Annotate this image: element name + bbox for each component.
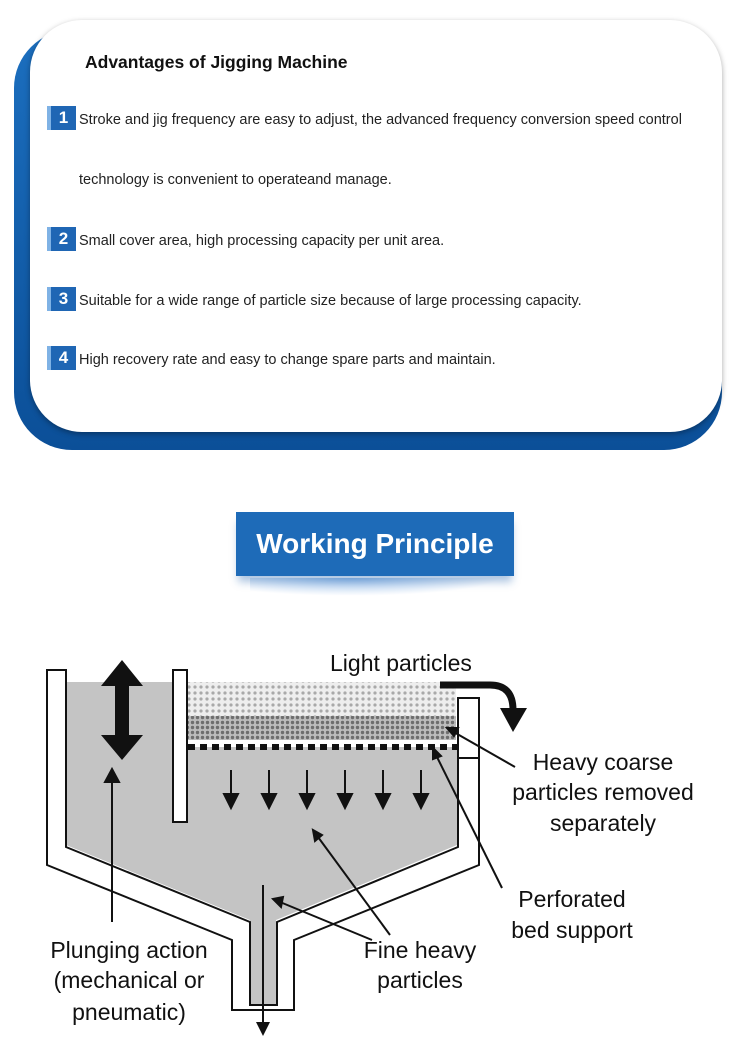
outlet-arrow (256, 885, 270, 1036)
advantage-number: 4 (47, 346, 76, 370)
label-plunging-3: pneumatic) (72, 999, 186, 1025)
jig-liquid (66, 682, 457, 1005)
label-plunging-2: (mechanical or (54, 967, 205, 993)
advantage-text: High recovery rate and easy to change sp… (79, 352, 496, 368)
leader-lines (103, 727, 516, 941)
overflow-weir (457, 697, 480, 759)
advantage-text-line: Stroke and jig frequency are easy to adj… (79, 112, 682, 128)
advantage-number: 3 (47, 287, 76, 311)
light-discharge-arrow (440, 681, 527, 732)
plunger-double-arrow (101, 660, 143, 760)
label-light-particles: Light particles (330, 650, 472, 676)
heavy-particle-bed (188, 716, 456, 740)
label-heavy-coarse-2: particles removed (512, 779, 694, 805)
label-heavy-coarse-1: Heavy coarse (533, 749, 674, 775)
advantage-text: Small cover area, high processing capaci… (79, 233, 445, 249)
label-fine-heavy-2: particles (377, 967, 463, 993)
baffle-wall (172, 669, 188, 823)
working-principle-banner: Working Principle (236, 512, 514, 576)
label-perforated-2: bed support (511, 917, 633, 943)
label-perforated-1: Perforated (518, 886, 625, 912)
flow-arrows (222, 770, 430, 811)
advantage-text: Suitable for a wide range of particle si… (79, 293, 582, 309)
advantages-card: Advantages of Jigging Machine 1 Stroke a… (14, 20, 722, 450)
label-plunging-1: Plunging action (50, 937, 207, 963)
label-fine-heavy-1: Fine heavy (364, 937, 477, 963)
banner-shadow (250, 578, 500, 596)
advantage-number: 2 (47, 227, 76, 251)
light-particle-bed (188, 682, 456, 720)
jig-diagram: Light particles Heavy coarse particles r… (46, 650, 694, 1036)
working-principle-title: Working Principle (256, 528, 494, 559)
card-body: Advantages of Jigging Machine 1 Stroke a… (30, 20, 722, 432)
label-heavy-coarse-3: separately (550, 810, 657, 836)
advantage-text-line: technology is convenient to operateand m… (79, 172, 392, 188)
advantage-number: 1 (47, 106, 76, 130)
advantage-text: Stroke and jig frequency are easy to adj… (79, 90, 739, 210)
advantages-title: Advantages of Jigging Machine (85, 52, 348, 72)
